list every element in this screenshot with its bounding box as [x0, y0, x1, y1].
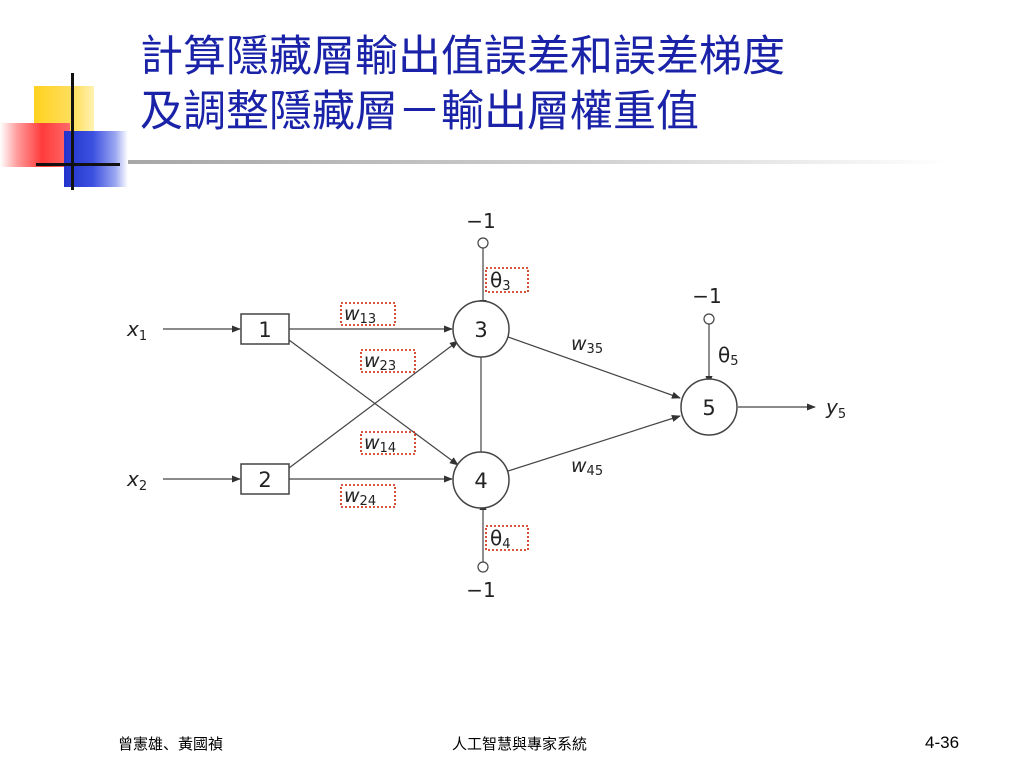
- logo-red-square: [0, 123, 70, 167]
- input-node-1-label: 1: [258, 318, 271, 342]
- bias-terminal-3: [477, 237, 489, 249]
- title-line-2: 及調整隱藏層－輸出層權重值: [140, 87, 699, 137]
- highlight-w23: [360, 349, 416, 373]
- hidden-node-3: [452, 300, 510, 358]
- input-node-1: [240, 313, 290, 345]
- logo-vertical-line: [71, 73, 74, 190]
- hidden-node-4: [452, 451, 510, 509]
- input-node-2: [240, 463, 290, 495]
- output-label-y5: y5: [825, 395, 846, 422]
- bias-label-4: −1: [466, 578, 495, 602]
- weight-w35: w35: [571, 333, 603, 357]
- threshold-theta4: θ4: [490, 526, 511, 552]
- threshold-theta5: θ5: [718, 343, 739, 369]
- title-underline: [128, 160, 948, 164]
- bias-label-3: −1: [466, 209, 495, 233]
- hidden-node-4-label: 4: [474, 469, 487, 493]
- highlight-w14: [360, 431, 416, 455]
- input-label-x1: x1: [126, 317, 147, 344]
- slide-title: 計算隱藏層輸出值誤差和誤差梯度 及調整隱藏層－輸出層權重值: [140, 30, 1000, 140]
- bias-label-5: −1: [692, 284, 721, 308]
- weight-w13: w13: [344, 303, 376, 327]
- highlight-theta3: [485, 267, 529, 293]
- title-line-1: 計算隱藏層輸出值誤差和誤差梯度: [140, 32, 785, 82]
- highlight-w24: [340, 484, 396, 508]
- weight-w23: w23: [364, 350, 396, 374]
- weight-w14: w14: [364, 432, 396, 456]
- logo-horizontal-line: [36, 163, 120, 166]
- neural-network-diagram: 1 2 3 4 5 x1 x2 y5 −1 −1 −1: [126, 209, 846, 602]
- input-label-x2: x2: [126, 467, 147, 494]
- edge-2-3: [288, 340, 459, 469]
- bias-terminal-4: [477, 561, 489, 573]
- output-node-5: [680, 378, 738, 436]
- threshold-theta3: θ3: [490, 268, 511, 294]
- footer-course-title: 人工智慧與專家系統: [452, 735, 588, 753]
- output-node-5-label: 5: [702, 396, 715, 420]
- weight-w45: w45: [571, 455, 603, 479]
- edge-1-4: [288, 339, 459, 466]
- edge-3-5: [507, 336, 681, 399]
- footer-page-number: 4-36: [925, 733, 960, 752]
- input-node-2-label: 2: [258, 468, 271, 492]
- logo-blue-square: [64, 131, 128, 187]
- hidden-node-3-label: 3: [474, 318, 487, 342]
- highlight-theta4: [485, 525, 529, 551]
- weight-w24: w24: [344, 485, 376, 509]
- footer-author: 曾憲雄、黃國禎: [118, 735, 224, 753]
- highlight-w13: [340, 302, 396, 326]
- bias-terminal-5: [703, 313, 715, 325]
- edge-4-5: [507, 415, 681, 472]
